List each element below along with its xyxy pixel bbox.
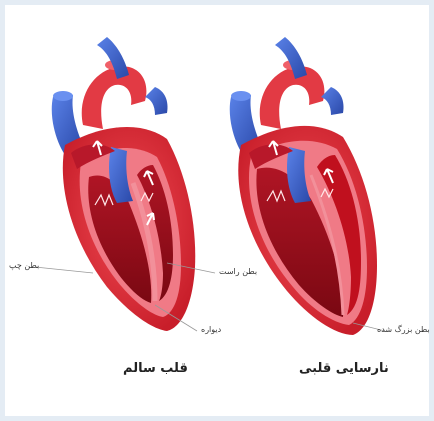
diagram-canvas [5, 5, 429, 416]
label-wall: دیواره [201, 325, 221, 334]
healthy-pulmonary-branch [145, 87, 168, 115]
healthy-aorta [82, 66, 147, 129]
healthy-vena-cava-top [53, 91, 73, 101]
failing-heart [230, 37, 385, 335]
heart-comparison-diagram: بطن چپ بطن راست دیواره بطن بزرگ شده قلب … [5, 5, 429, 416]
healthy-heart [35, 37, 215, 331]
label-right-ventricle: بطن راست [219, 267, 257, 276]
label-enlarged-ventricle: بطن بزرگ شده [377, 325, 430, 334]
caption-healthy-heart: قلب سالم [123, 361, 188, 376]
caption-heart-failure: نارسایی قلبی [299, 361, 389, 376]
label-left-ventricle: بطن چپ [9, 261, 39, 270]
pointer-left-ventricle [35, 267, 93, 273]
failing-aorta [260, 66, 325, 129]
failing-vena-cava-top [231, 91, 251, 101]
